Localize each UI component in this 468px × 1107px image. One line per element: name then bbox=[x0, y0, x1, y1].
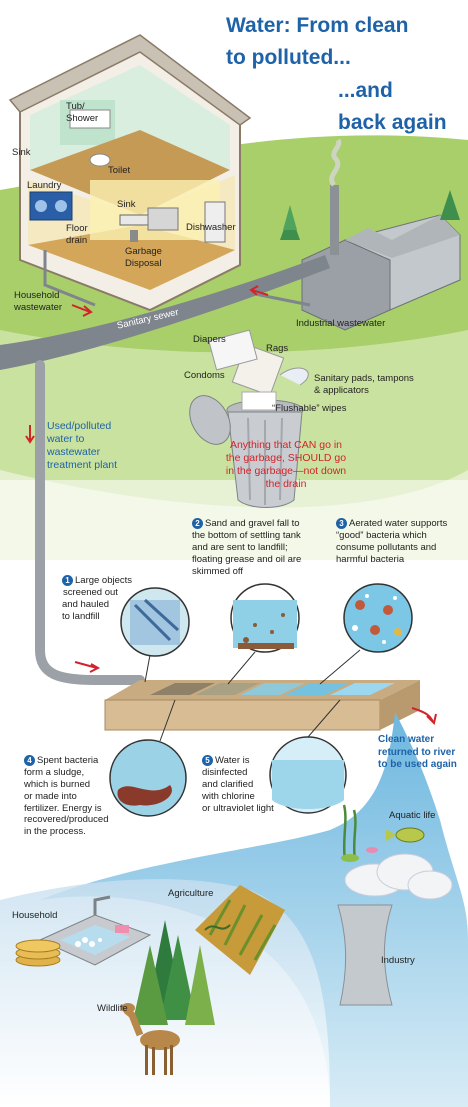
down-pipe bbox=[35, 360, 145, 685]
household-drain-line bbox=[43, 250, 96, 307]
industrial-flow-arrow bbox=[249, 285, 269, 296]
lower-fade bbox=[0, 480, 468, 600]
label-toilet: Toilet bbox=[108, 165, 131, 176]
magnifier-aeration bbox=[319, 583, 413, 685]
label-wildlife: Wildlife bbox=[97, 1003, 128, 1014]
label-industrial-wastewater: Industrial wastewater bbox=[296, 318, 386, 329]
return-arrow bbox=[411, 707, 437, 725]
household-flow-arrow bbox=[71, 304, 93, 317]
label-tub-shower: Tub/Shower bbox=[66, 101, 99, 124]
aquatic-life bbox=[341, 804, 425, 862]
title-line4: back again bbox=[338, 111, 447, 134]
title-line3: ...and bbox=[338, 79, 393, 102]
magnifier-settling bbox=[227, 583, 300, 685]
step-number-badge: 3 bbox=[336, 518, 347, 529]
label-rags: Rags bbox=[266, 343, 289, 354]
garbage-can bbox=[189, 329, 309, 508]
label-aquatic-life: Aquatic life bbox=[389, 810, 436, 821]
step-number-badge: 5 bbox=[202, 755, 213, 766]
magnifier-sludge bbox=[109, 699, 187, 817]
title-line1: Water: From clean bbox=[226, 14, 409, 37]
down-pipe-arrow bbox=[25, 425, 35, 444]
label-diapers: Diapers bbox=[193, 334, 226, 345]
deer bbox=[121, 1003, 180, 1075]
step-number-badge: 1 bbox=[62, 575, 73, 586]
magnifier-disinfect bbox=[269, 699, 347, 814]
industrial-drain-line bbox=[239, 286, 311, 307]
household-sink bbox=[15, 895, 152, 967]
agriculture bbox=[195, 885, 285, 975]
forest bbox=[132, 920, 215, 1025]
label-sink-kitchen: Sink bbox=[117, 199, 136, 210]
label-industry: Industry bbox=[381, 955, 415, 966]
label-flushable-wipes: “Flushable” wipes bbox=[272, 403, 347, 414]
step-number-badge: 4 bbox=[24, 755, 35, 766]
label-sanitary-pads: Sanitary pads, tampons& applicators bbox=[314, 373, 414, 396]
label-household: Household bbox=[12, 910, 58, 921]
label-sink-bathroom: Sink bbox=[12, 147, 31, 158]
magnifier-screen bbox=[120, 587, 190, 683]
label-agriculture: Agriculture bbox=[168, 888, 214, 899]
label-condoms: Condoms bbox=[184, 370, 225, 381]
treatment-tank bbox=[104, 680, 420, 731]
plant-inflow-arrow bbox=[74, 661, 101, 673]
sanitary-sewer-pipe bbox=[0, 255, 330, 370]
label-laundry: Laundry bbox=[27, 180, 62, 191]
step-number-badge: 2 bbox=[192, 518, 203, 529]
label-dishwasher: Dishwasher bbox=[186, 222, 236, 233]
title-line2: to polluted... bbox=[226, 46, 351, 69]
house bbox=[8, 34, 252, 312]
industry bbox=[337, 853, 453, 1006]
